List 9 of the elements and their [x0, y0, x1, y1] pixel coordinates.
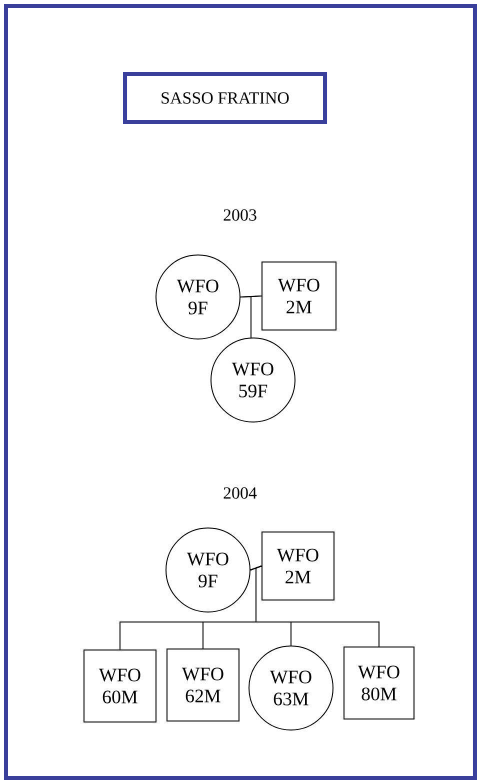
title-box: SASSO FRATINO [123, 72, 327, 124]
male-square: WFO 80M [344, 646, 414, 720]
male-square: WFO 62M [166, 648, 240, 722]
year-label: 2003 [224, 209, 256, 221]
male-square: WFO 2M [262, 532, 334, 600]
pedigree-line [250, 296, 262, 338]
male-square: WFO 60M [84, 650, 156, 722]
male-square: WFO 2M [262, 262, 336, 330]
year-label: 2004 [224, 487, 257, 499]
